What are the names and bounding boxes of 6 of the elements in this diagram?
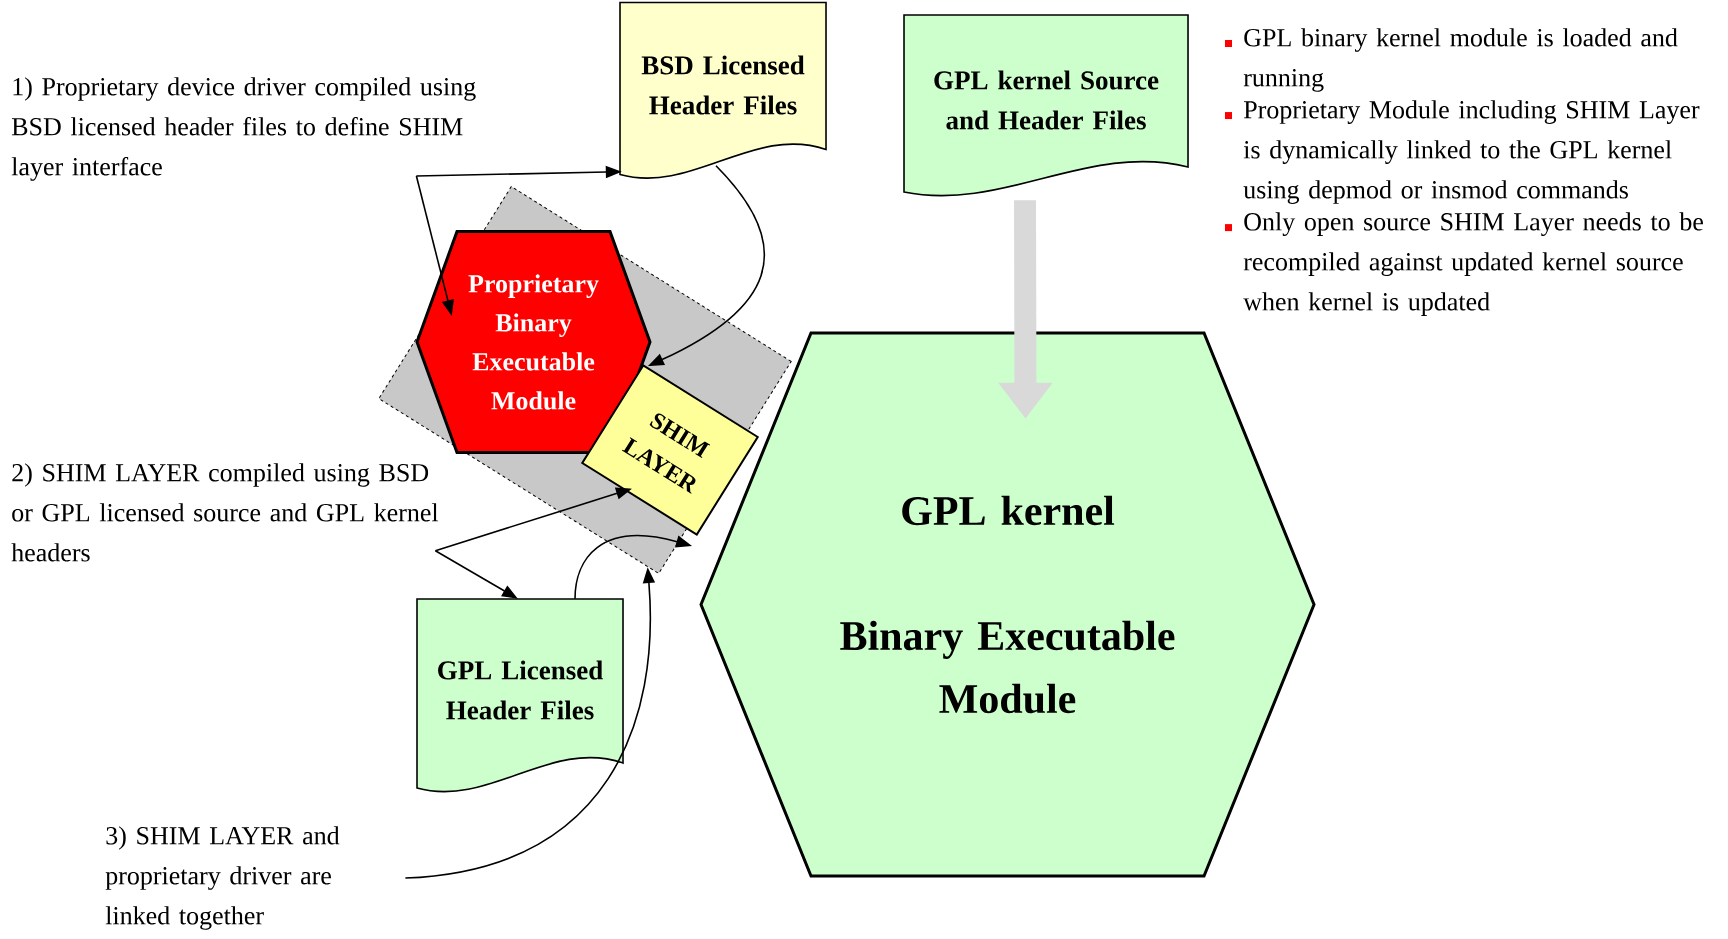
- bullet-text: Proprietary Module including SHIM Layer is dynamically linked to the GPL kernel using depmod or insmod commands: [1243, 100, 1700, 204]
- step-note: 1) Proprietary device driver compiled using BSD licensed header files to define SHIM layer interface: [11, 77, 476, 181]
- bullet-text: Only open source SHIM Layer needs to be recompiled against updated kernel source when kernel is updated: [1243, 212, 1703, 316]
- step-note: 3) SHIM LAYER and proprietary driver are linked together: [105, 826, 340, 930]
- bullet-text: GPL binary kernel module is loaded and running: [1243, 28, 1678, 92]
- step-note: 2) SHIM LAYER compiled using BSD or GPL licensed source and GPL kernel headers: [11, 463, 439, 562]
